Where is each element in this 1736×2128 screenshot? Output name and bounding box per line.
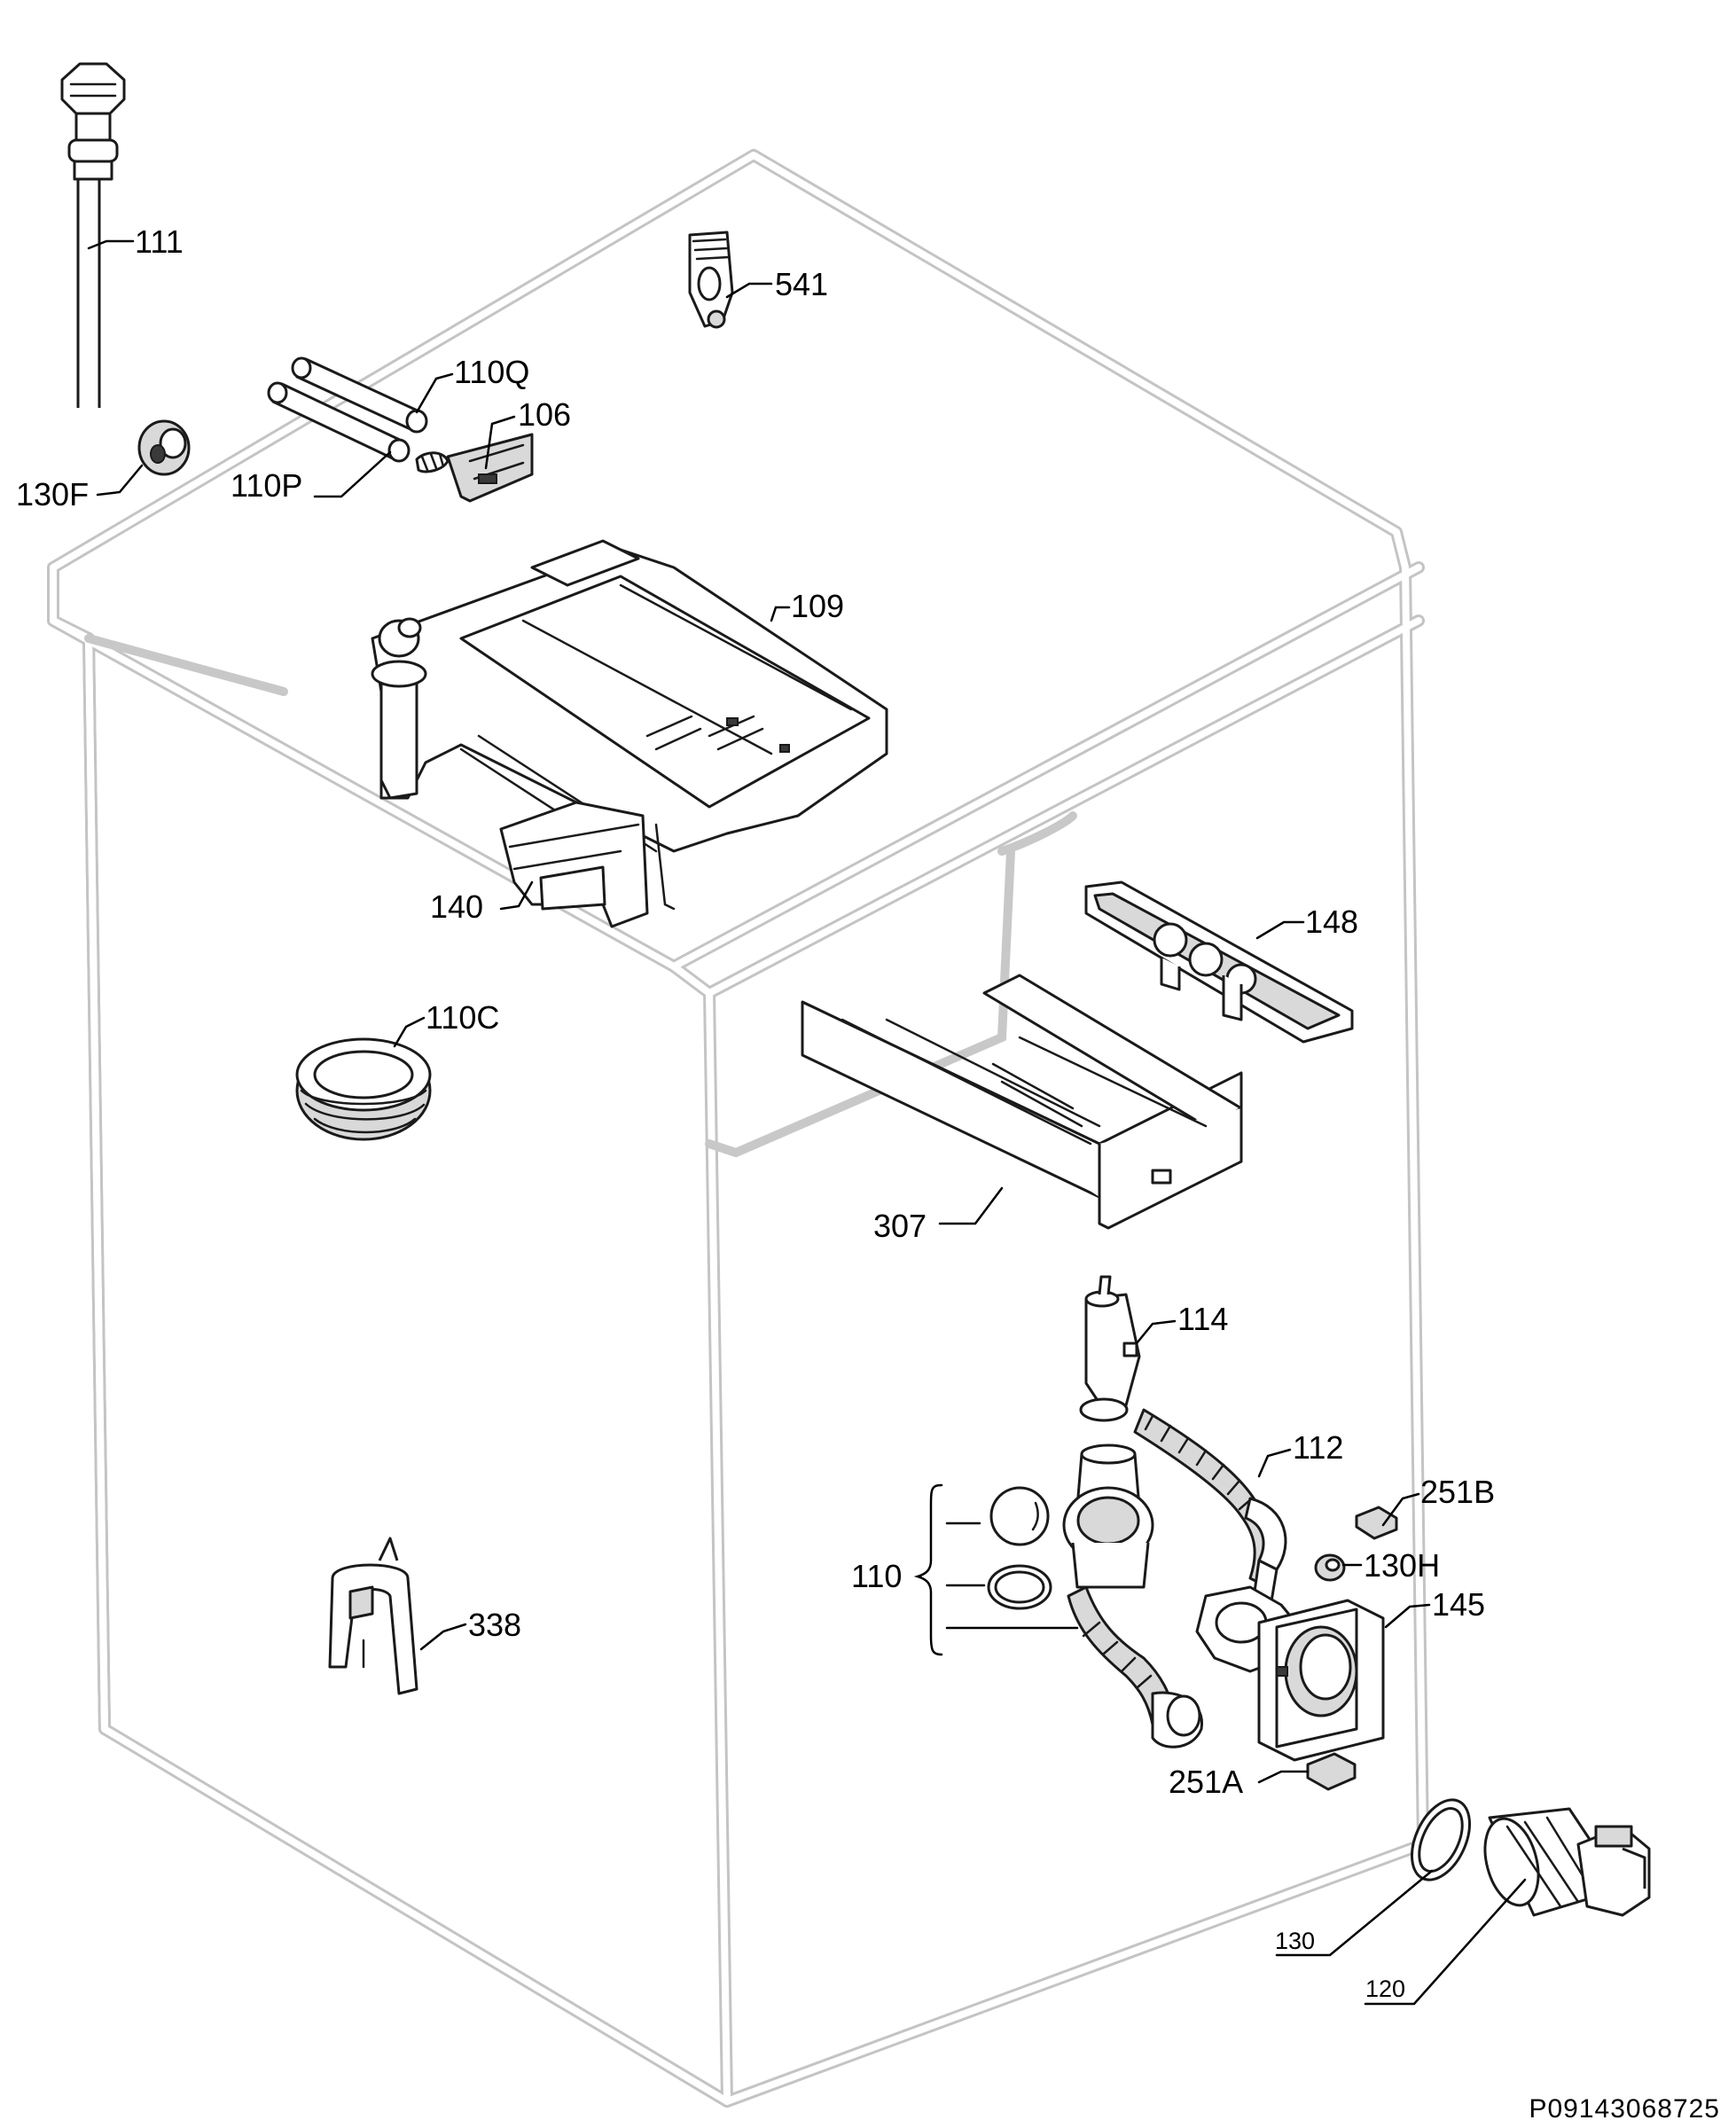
drain-hose-112-part [1133,1408,1287,1624]
callout-541: 541 [775,266,828,302]
document-id: P09143068725 [1529,2094,1720,2124]
callout-140: 140 [430,888,483,925]
callout-106: 106 [518,396,571,433]
group-bracket-110 [913,1483,943,1656]
callout-120: 120 [1365,1975,1405,2002]
callout-111: 111 [135,223,184,260]
grommet-130f-part [137,419,191,476]
callout-145: 145 [1432,1586,1485,1623]
callout-251a: 251A [1169,1764,1243,1800]
drain-filter-120-part [1483,1807,1651,1917]
dispenser-housing-109-part [371,539,888,866]
callout-251b: 251B [1420,1474,1495,1510]
pressure-chamber-114-part [1079,1275,1141,1422]
detergent-drawer-307-part [801,974,1243,1230]
pump-housing-110-part [987,1443,1203,1749]
clip-541-part [688,231,734,329]
callout-110c: 110C [426,999,499,1036]
callout-148: 148 [1305,904,1358,940]
bracket-338-part [328,1537,418,1695]
clip-251a-part [1306,1752,1357,1791]
seal-ring-130-part [1411,1798,1471,1882]
callout-112: 112 [1293,1429,1343,1466]
callout-110p: 110P [231,467,302,504]
callout-110: 110 [851,1558,902,1594]
duct-140-part [499,801,676,928]
callout-338: 338 [468,1607,521,1643]
callout-114: 114 [1177,1301,1228,1337]
inlet-hose-part [60,62,126,408]
callout-109: 109 [791,588,844,624]
pump-flange-145-part [1195,1585,1385,1762]
bellows-110c-part [295,1037,432,1141]
cabinet-outline [47,149,1429,2108]
clip-251b-part [1355,1506,1398,1540]
latch-106-part [415,433,534,503]
callout-130: 130 [1275,1928,1315,1954]
callout-130h: 130H [1364,1547,1440,1584]
leader-lines [87,239,1527,2006]
grommet-130h-part [1314,1553,1346,1582]
tube-110p-part [267,381,411,463]
callout-labels: 111 541 110Q 106 130F 110P 109 140 148 1… [16,223,1495,2002]
dispenser-top-148-part [1084,880,1354,1044]
callout-110q: 110Q [454,354,529,390]
callout-307: 307 [873,1208,927,1244]
callout-130f: 130F [16,476,89,512]
